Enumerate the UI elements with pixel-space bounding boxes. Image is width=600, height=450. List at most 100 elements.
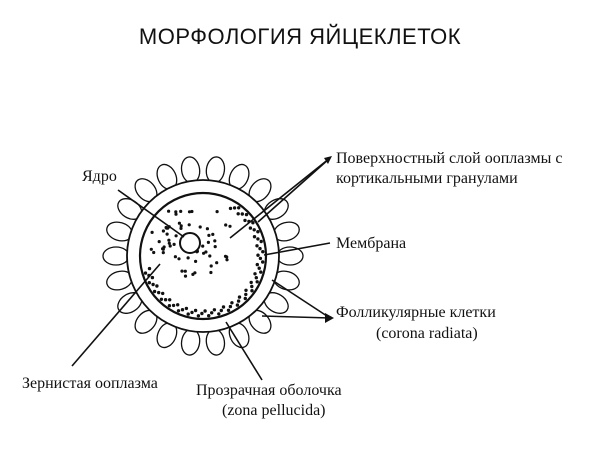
cortical-granule (253, 272, 257, 276)
leader-membrane (263, 242, 331, 256)
cortical-granule (228, 304, 233, 309)
ooplasm-granule (186, 256, 190, 260)
cortical-granule (184, 306, 189, 311)
cortical-granule (176, 309, 181, 313)
cortical-granule (255, 244, 259, 248)
cortical-granule (258, 256, 263, 261)
cortical-granule (261, 250, 265, 254)
cortical-granule (161, 291, 165, 296)
cortical-granule (151, 282, 155, 287)
cortical-granule (186, 312, 190, 316)
page-title: МОРФОЛОГИЯ ЯЙЦЕКЛЕТОК (138, 24, 462, 49)
ooplasm-granule (215, 210, 219, 214)
cortical-granule (258, 246, 262, 251)
ooplasm-granules (149, 209, 232, 278)
cortical-granule (228, 206, 233, 211)
label-cortical-line1: Поверхностный слой ооплазмы с (336, 150, 563, 167)
cortical-granule (244, 288, 248, 292)
cortical-granule (219, 308, 223, 313)
label-follicle-line1: Фолликулярные клетки (336, 304, 496, 321)
cortical-granule (255, 280, 259, 284)
ooplasm-granule (213, 245, 217, 249)
ooplasm-granule (183, 274, 188, 278)
label-cortical-line2: кортикальными гранулами (336, 170, 518, 187)
cortical-granule (249, 280, 253, 285)
cortical-granule (180, 308, 185, 312)
cortical-granule (159, 297, 164, 301)
ooplasm-granule (164, 225, 168, 230)
cortical-granule (168, 298, 172, 302)
ooplasm-granule (224, 223, 228, 227)
ooplasm-granule (174, 212, 178, 216)
oocyte-membrane (138, 191, 268, 321)
cortical-granule (254, 276, 258, 280)
cortical-granule (252, 228, 256, 232)
ooplasm-granule (198, 225, 202, 229)
label-zona-line1: Прозрачная оболочка (196, 382, 342, 399)
cortical-granule (143, 271, 148, 275)
cortical-granule (152, 289, 157, 294)
cortical-granule (207, 314, 211, 318)
ooplasm-granule (194, 259, 198, 263)
ooplasm-granule (152, 250, 156, 255)
ooplasm-granule (168, 244, 172, 248)
ooplasm-granule (167, 209, 171, 213)
leader-follicle-1 (271, 279, 331, 319)
ooplasm-granule (209, 264, 213, 268)
cortical-granule (232, 206, 237, 210)
cortical-granule (171, 303, 176, 308)
leader-cortical (229, 157, 331, 239)
cortical-granule (257, 266, 261, 270)
arrowhead-cortical (324, 156, 332, 164)
cortical-granule (226, 308, 231, 312)
cortical-granule (147, 266, 152, 271)
ooplasm-granule (215, 261, 219, 265)
ooplasm-granule (225, 255, 229, 259)
ooplasm-granule (211, 232, 215, 236)
ooplasm-granule (201, 244, 205, 248)
ooplasm-granule (174, 234, 178, 238)
ooplasm-granule (193, 271, 197, 275)
label-membrane: Мембрана (336, 235, 407, 252)
ooplasm-granule (150, 230, 154, 234)
ooplasm-granule (167, 238, 171, 242)
ooplasm-granule (180, 269, 184, 273)
cortical-granule (235, 303, 240, 307)
label-follicle-line2: (corona radiata) (376, 325, 478, 342)
ooplasm-granule (187, 223, 191, 227)
cortical-granule (155, 284, 159, 288)
cortical-granule (243, 296, 247, 301)
cortical-granules (143, 206, 265, 318)
ooplasm-granule (165, 232, 169, 236)
cortical-granule (244, 292, 248, 297)
ooplasm-granule (202, 251, 206, 255)
cortical-granule (200, 311, 204, 316)
label-ooplasm: Зернистая ооплазма (22, 375, 158, 392)
ooplasm-granule (172, 242, 176, 246)
ooplasm-granule (179, 224, 183, 228)
cortical-granule (259, 270, 263, 274)
cortical-granule (150, 275, 155, 280)
ooplasm-granule (161, 251, 165, 255)
leader-ooplasm (71, 263, 161, 367)
follicle-cell (102, 246, 130, 266)
ooplasm-granule (183, 269, 187, 273)
cortical-granule (244, 212, 249, 217)
leader-nucleus (117, 189, 185, 238)
cortical-granule (237, 295, 242, 299)
ooplasm-granule (213, 239, 217, 243)
cortical-granule (196, 314, 201, 318)
leader-cortical-2 (257, 157, 331, 223)
cortical-granule (243, 218, 247, 223)
cortical-granule (163, 298, 168, 302)
ooplasm-granule (205, 227, 209, 231)
cortical-granule (193, 308, 198, 313)
cortical-granule (167, 304, 172, 308)
cortical-granule (237, 206, 241, 210)
cortical-granule (217, 312, 221, 316)
cortical-granule (221, 305, 226, 309)
ooplasm-granule (167, 241, 171, 245)
cortical-granule (236, 212, 240, 216)
ooplasm-granule (228, 224, 232, 228)
